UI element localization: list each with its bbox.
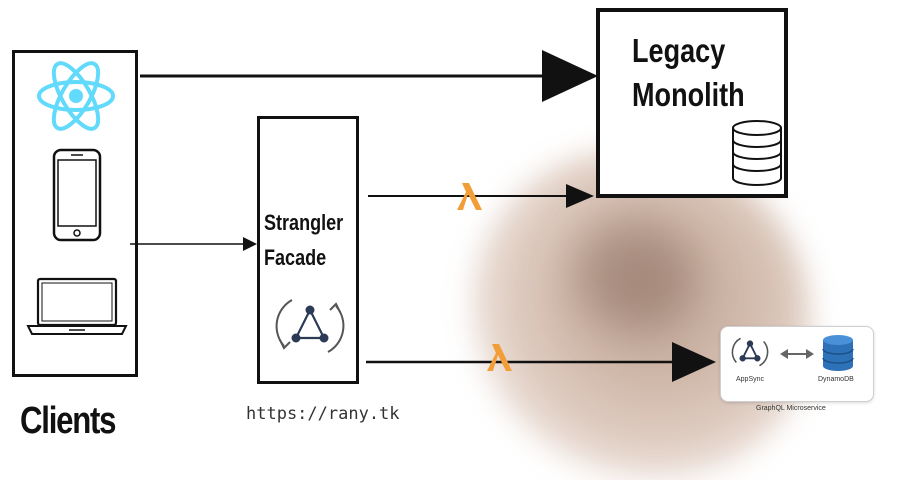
lambda-icon (487, 344, 512, 371)
bidirectional-arrow-icon (780, 349, 814, 359)
clients-label: Clients (20, 400, 117, 442)
strangler-facade-box (257, 116, 359, 384)
lambda-icon (457, 183, 482, 210)
monolith-label-line2: Monolith (632, 76, 745, 113)
microservice-caption: GraphQL Microservice (756, 405, 826, 412)
url-label: https://rany.tk (246, 404, 400, 424)
arrowhead-monolith (542, 50, 598, 102)
appsync-label: AppSync (736, 376, 765, 383)
react-icon (37, 61, 115, 131)
laptop-icon (26, 277, 128, 335)
arrows-layer (130, 50, 716, 382)
arrowhead-facade (243, 237, 257, 251)
smartphone-icon (52, 148, 102, 242)
dynamodb-label: DynamoDB (818, 376, 854, 383)
database-icon (732, 120, 782, 186)
appsync-icon (731, 337, 769, 367)
appsync-icon (275, 299, 345, 353)
facade-label-line1: Strangler (264, 210, 344, 235)
arrowhead-facade-monolith (566, 184, 594, 208)
facade-label-line2: Facade (264, 245, 327, 270)
monolith-label-line1: Legacy (632, 32, 726, 69)
arrowhead-microservice (672, 342, 716, 382)
dynamodb-icon (822, 335, 854, 371)
